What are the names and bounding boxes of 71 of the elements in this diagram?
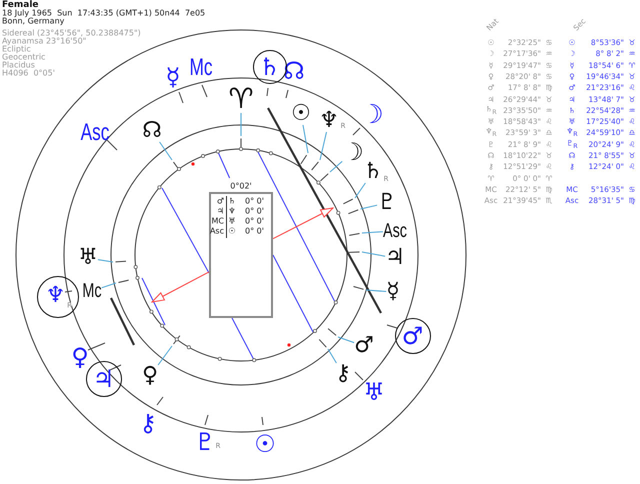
leader-line (362, 231, 384, 234)
leader-line (362, 252, 386, 257)
highlight-ring (86, 361, 122, 397)
body-symbol: MC (212, 218, 224, 226)
angle-label: Mc (189, 56, 213, 80)
leader-line (328, 348, 337, 364)
orb-heading: 0°02' (230, 182, 252, 192)
planet-symbol: ♄ (363, 161, 383, 183)
body-symbol: ♃ (216, 208, 224, 216)
body-symbol: ♆ (228, 208, 236, 216)
planet-symbol: ♅ (363, 380, 385, 404)
body-symbol: ♅ (228, 218, 236, 226)
angle-label: Mc (82, 281, 102, 301)
planet-symbol: ♄ (258, 54, 280, 78)
planet-symbol: ♀ (71, 345, 89, 369)
body-symbol: Asc (210, 228, 224, 236)
zodiac-sign: ♈ (228, 85, 254, 113)
orb-value: 0° 0' (245, 198, 264, 206)
planet-symbol: ♂ (354, 335, 374, 357)
planet-symbol: ⚷ (334, 363, 352, 385)
planet-symbol: ♆ (46, 284, 66, 306)
planet-symbol: ♃ (385, 247, 405, 269)
planet-symbol: ♅ (78, 247, 98, 269)
leader-line (366, 290, 387, 292)
planet-symbol: ♂ (402, 324, 424, 348)
orb-value: 0° 0' (245, 218, 264, 226)
planet-symbol: ♇ (194, 430, 216, 454)
orb-value: 0° 0' (245, 228, 264, 236)
leader-line (158, 346, 172, 366)
leader-line (330, 160, 343, 172)
body-symbol: ☉ (228, 228, 236, 236)
planet-symbol: ☿ (166, 65, 180, 89)
chart-setting-text: Ecliptic (2, 46, 31, 54)
leader-line (159, 142, 172, 160)
planet-symbol: ☽ (360, 102, 384, 128)
leader-line (302, 124, 308, 154)
planet-symbol: ☊ (142, 120, 162, 142)
leader-line (320, 132, 327, 160)
planet-symbol: ☊ (283, 59, 305, 83)
planet-symbol: ♀ (142, 365, 158, 387)
leader-line (360, 204, 378, 210)
chart-setting-text: Sidereal (23°45'56", 50.2388475") (2, 30, 141, 38)
chart-title: Female (2, 1, 39, 10)
planet-symbol: ☿ (386, 281, 400, 303)
planet-symbol: ☽ (342, 140, 364, 164)
leader-line (101, 282, 116, 288)
planet-symbol: ♆ (319, 110, 339, 132)
body-symbol: ♄ (228, 198, 236, 206)
angle-label: Asc (80, 121, 110, 145)
planet-symbol: ♇ (377, 192, 397, 214)
chart-setting-text: H4096 0°05' (2, 70, 55, 78)
orb-value: 0° 0' (245, 208, 264, 216)
highlight-ring (37, 276, 79, 318)
arrow (272, 208, 334, 240)
chart-setting-text: Ayanamsa 23°16'50" (2, 38, 86, 46)
highlight-ring (395, 318, 431, 354)
chart-setting-text: Geocentric (2, 54, 46, 62)
leader-line (97, 259, 114, 262)
chart-setting-text: Placidus (2, 62, 35, 70)
leader-line (354, 182, 366, 198)
leader-line (240, 112, 242, 136)
arrow (152, 271, 210, 302)
birth-data-text: 18 July 1965 Sun 17:43:35 (GMT+1) 50n44 7e05 (2, 10, 206, 18)
body-symbol: ♂ (216, 198, 224, 206)
location-text: Bonn, Germany (2, 18, 64, 26)
leader-line (338, 336, 355, 344)
planet-symbol: ☉ (291, 103, 311, 125)
angle-label: Asc (383, 221, 407, 241)
planet-symbol: ⚷ (139, 411, 157, 435)
planet-symbol: ♃ (92, 366, 114, 390)
planet-symbol: ☉ (254, 432, 276, 456)
